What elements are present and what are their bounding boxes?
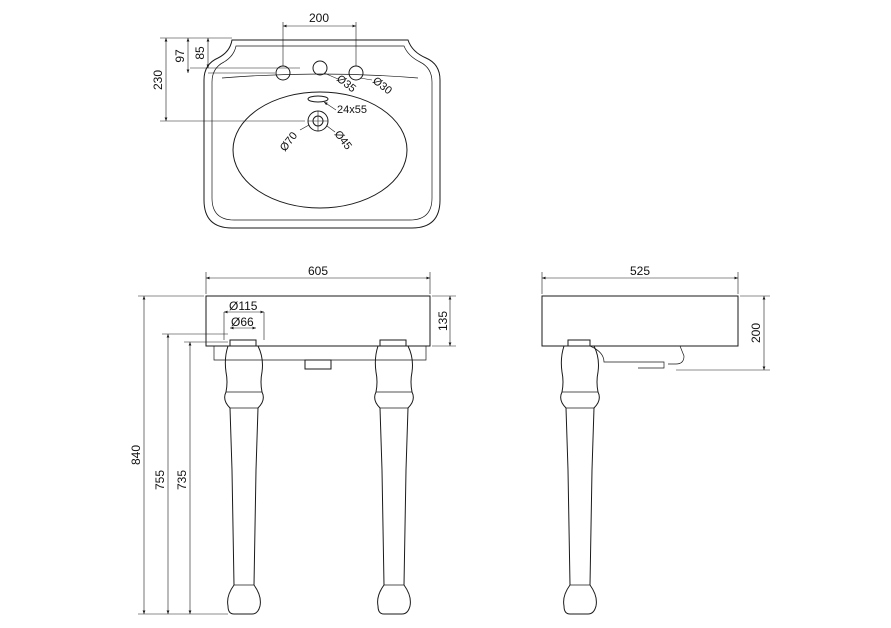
width-label: 605 — [308, 264, 328, 278]
right-leg — [374, 345, 414, 615]
leader-line — [299, 124, 310, 131]
leader-line — [323, 72, 339, 80]
dim-85-label: 85 — [193, 46, 207, 60]
overflow-slot-label: 24x55 — [337, 104, 367, 116]
tap-hole-30-label: Ø30 — [370, 75, 394, 97]
side-leg — [560, 345, 600, 615]
leg-dia-inner-label: Ø66 — [231, 315, 254, 329]
depth-label: 525 — [630, 264, 650, 278]
basin-under-lip — [213, 346, 427, 361]
leader-line — [323, 101, 337, 111]
basin-side-body — [541, 295, 739, 347]
basin-height-label: 135 — [436, 311, 450, 331]
side-leg-collar — [567, 339, 591, 347]
tap-deck-line — [221, 73, 419, 79]
basin-inner-rim — [211, 45, 433, 221]
height-755-label: 755 — [153, 470, 167, 490]
leg-dia-outer-label: Ø115 — [229, 299, 258, 313]
dim-230-label: 230 — [151, 70, 165, 90]
waste-45-label: Ø45 — [332, 128, 354, 152]
dim-97-label: 97 — [173, 49, 187, 63]
total-height-label: 840 — [129, 445, 143, 465]
waste-trap-profile — [668, 345, 685, 365]
waste-outlet — [304, 359, 332, 370]
basin-bowl — [232, 91, 408, 209]
basin-side-underside — [589, 345, 665, 369]
side-view: 525 200 — [541, 264, 770, 615]
leader-line — [326, 125, 336, 133]
tap-spacing-label: 200 — [309, 11, 329, 25]
overflow-slot — [307, 95, 329, 103]
right-leg-collar — [379, 339, 407, 347]
waste-70-label: Ø70 — [278, 130, 300, 154]
basin-front-body — [205, 295, 431, 347]
side-height-label: 200 — [749, 323, 763, 343]
height-735-label: 735 — [175, 470, 189, 490]
leader-line — [359, 77, 373, 81]
top-view: 200 230 97 85 Ø35 Ø30 24x55 Ø70 Ø45 — [151, 11, 441, 229]
left-leg — [224, 345, 264, 615]
tap-hole-35-label: Ø35 — [334, 73, 358, 95]
tap-hole-centre — [312, 60, 328, 76]
basin-outline — [203, 39, 441, 229]
left-leg-collar — [229, 339, 257, 347]
front-view: 605 135 Ø115 Ø66 840 755 735 — [129, 264, 456, 615]
